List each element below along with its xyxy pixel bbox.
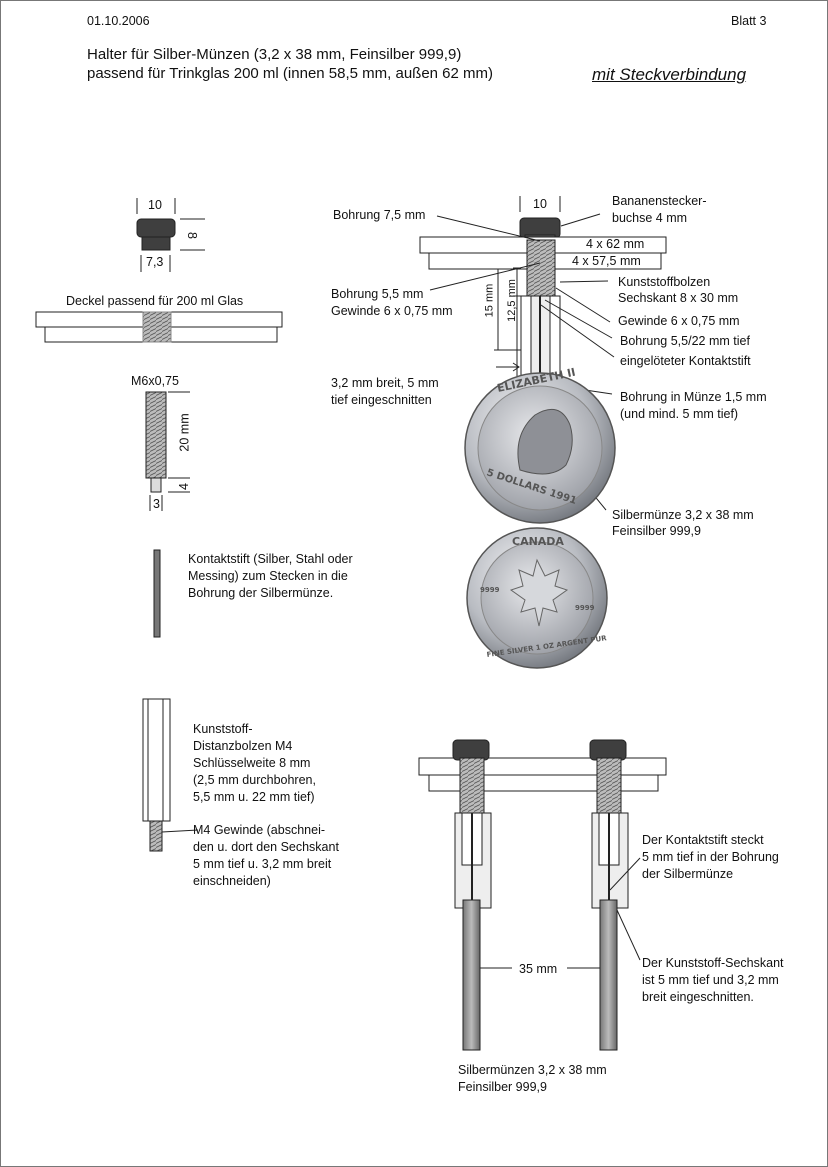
slot-label-2: tief eingeschnitten — [331, 393, 432, 407]
bolt-label-2: Sechskant 8 x 30 mm — [618, 291, 739, 305]
bolt-label-1: Kunststoffbolzen — [618, 275, 711, 289]
m4-label-2: den u. dort den Sechskant — [193, 840, 339, 854]
hex-note-3: breit eingeschnitten. — [642, 990, 754, 1004]
left-lid — [35, 311, 283, 343]
left-threaded-bolt — [145, 391, 190, 511]
left-holder — [452, 739, 492, 1051]
soldered-pin-label: eingelöteter Kontaktstift — [620, 354, 751, 368]
distance-label: 35 mm — [519, 962, 558, 976]
coin-front: ELIZABETH II 5 DOLLARS 1991 — [464, 366, 616, 524]
dim-125: 12,5 mm — [505, 279, 518, 322]
sheet-number: Blatt 3 — [731, 14, 767, 28]
slot-label-1: 3,2 mm breit, 5 mm — [331, 376, 439, 390]
left-cap-width: 10 — [148, 198, 162, 212]
double-assembly — [418, 739, 667, 1051]
tip-length: 4 — [176, 483, 191, 490]
pin-note-3: der Silbermünze — [642, 867, 734, 881]
coin-back-left-purity: 9999 — [480, 586, 500, 594]
pin-note-2: 5 mm tief in der Bohrung — [642, 850, 779, 864]
bore-deep-label: Bohrung 5,5/22 mm tief — [620, 334, 750, 348]
standoff-label-1: Kunststoff- — [193, 722, 253, 736]
right-holder — [589, 739, 629, 1051]
standoff-bolt — [142, 698, 199, 852]
standoff-label-4: (2,5 mm durchbohren, — [193, 773, 316, 787]
title-line-1: Halter für Silber-Münzen (3,2 x 38 mm, F… — [87, 46, 462, 63]
coin-back: CANADA FINE SILVER 1 OZ ARGENT PUR 9999 … — [466, 527, 608, 669]
pin-note-1: Der Kontaktstift steckt — [642, 833, 764, 847]
banana-label-1: Bananenstecker- — [612, 194, 707, 208]
m4-label-4: einschneiden) — [193, 874, 271, 888]
thread-6x075-label: Gewinde 6 x 0,75 mm — [618, 314, 740, 328]
left-cap-bottom: 7,3 — [146, 255, 164, 269]
thread-length: 20 mm — [177, 413, 192, 452]
pin-label-2: Messing) zum Stecken in die — [188, 569, 348, 583]
hex-note-2: ist 5 mm tief und 3,2 mm — [642, 973, 779, 987]
coin-back-legend-top: CANADA — [512, 535, 564, 548]
coin-bore-label-1: Bohrung in Münze 1,5 mm — [620, 390, 767, 404]
standoff-label-3: Schlüsselweite 8 mm — [193, 756, 311, 770]
coins-label-1: Silbermünzen 3,2 x 38 mm — [458, 1063, 607, 1077]
coins-label-2: Feinsilber 999,9 — [458, 1080, 547, 1094]
bore-75-label: Bohrung 7,5 mm — [333, 208, 426, 222]
tip-diameter: 3 — [153, 497, 160, 511]
title-line-2: passend für Trinkglas 200 ml (innen 58,5… — [87, 65, 494, 82]
subtitle: mit Steckverbindung — [592, 65, 747, 84]
thread-label: M6x0,75 — [131, 374, 179, 388]
dim-15: 15 mm — [483, 283, 496, 318]
coin-bore-label-2: (und mind. 5 mm tief) — [620, 407, 739, 421]
coin-label-2: Feinsilber 999,9 — [612, 524, 701, 538]
coin-back-right-purity: 9999 — [575, 604, 595, 612]
left-cap-height: 8 — [184, 232, 199, 239]
lid-label: Deckel passend für 200 ml Glas — [66, 294, 244, 308]
bore-55-label-1: Bohrung 5,5 mm — [331, 287, 424, 301]
hex-note-1: Der Kunststoff-Sechskant — [642, 956, 784, 970]
right-cap-width: 10 — [533, 197, 547, 211]
plate-575-label: 4 x 57,5 mm — [572, 254, 641, 268]
pin-label-1: Kontaktstift (Silber, Stahl oder — [188, 552, 353, 566]
contact-pin — [153, 549, 161, 638]
m4-label-3: 5 mm tief u. 3,2 mm breit — [193, 857, 332, 871]
left-cap — [136, 198, 205, 272]
date-label: 01.10.2006 — [87, 14, 150, 28]
plate-62-label: 4 x 62 mm — [586, 237, 645, 251]
standoff-label-2: Distanzbolzen M4 — [193, 739, 293, 753]
right-assembly — [419, 196, 667, 511]
pin-label-3: Bohrung der Silbermünze. — [188, 586, 334, 600]
banana-label-2: buchse 4 mm — [612, 211, 688, 225]
bore-55-label-2: Gewinde 6 x 0,75 mm — [331, 304, 453, 318]
m4-label-1: M4 Gewinde (abschnei- — [193, 823, 326, 837]
coin-label-1: Silbermünze 3,2 x 38 mm — [612, 508, 754, 522]
standoff-label-5: 5,5 mm u. 22 mm tief) — [193, 790, 315, 804]
